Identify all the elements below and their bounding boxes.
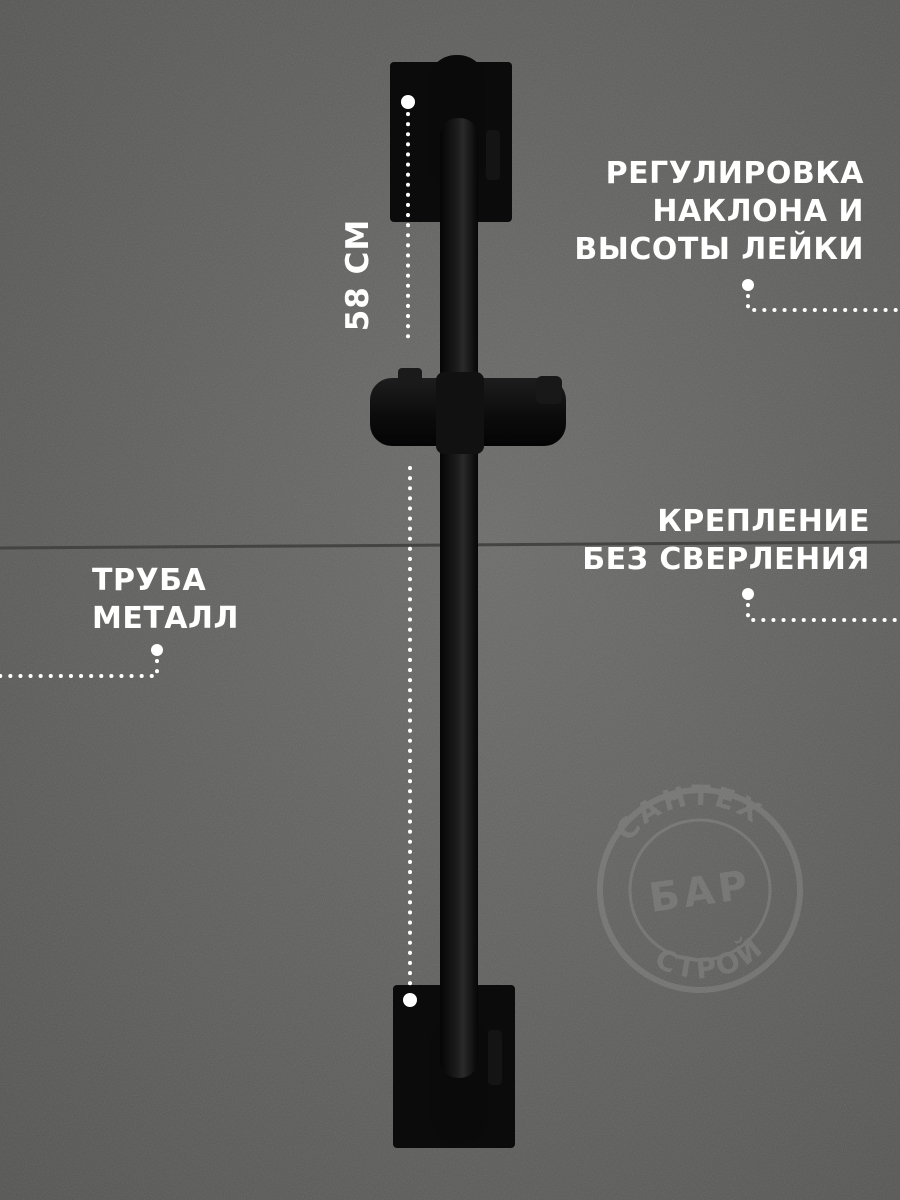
adjust-callout-line-2: НАКЛОНА И [652, 194, 864, 229]
pipe-callout-line-2: МЕТАЛЛ [92, 601, 239, 636]
rail-rod [440, 118, 478, 1078]
adjust-callout-line-1: РЕГУЛИРОВКА [605, 156, 864, 191]
pipe-callout-text: ТРУБА МЕТАЛЛ [92, 562, 239, 638]
dimension-label: 58 СМ [340, 218, 376, 332]
mount-callout-line-1: КРЕПЛЕНИЕ [657, 504, 870, 539]
mount-callout-text: КРЕПЛЕНИЕ БЕЗ СВЕРЛЕНИЯ [582, 503, 870, 579]
adjust-callout-line-3: ВЫСОТЫ ЛЕЙКИ [574, 232, 864, 267]
pipe-callout-line-1: ТРУБА [92, 563, 207, 598]
adjust-callout-leader [742, 279, 900, 312]
dimension-marker [401, 95, 417, 1007]
adjust-callout-text: РЕГУЛИРОВКА НАКЛОНА И ВЫСОТЫ ЛЕЙКИ [574, 155, 864, 269]
pipe-callout-leader [0, 644, 163, 678]
shower-rail [370, 55, 566, 1148]
mount-callout-line-2: БЕЗ СВЕРЛЕНИЯ [582, 542, 870, 577]
mount-callout-leader [742, 588, 900, 622]
